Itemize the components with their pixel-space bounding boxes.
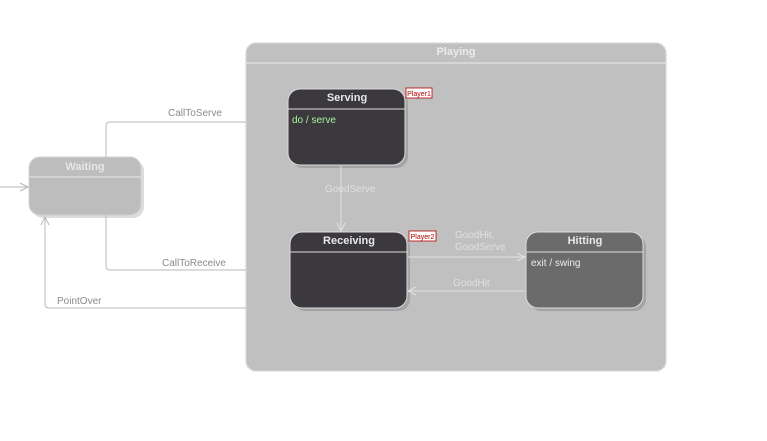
state-receiving-title: Receiving	[323, 235, 375, 247]
transition-good-serve-label: GoodServe	[325, 184, 376, 195]
state-hitting-action: exit / swing	[531, 258, 580, 269]
state-hitting-box	[525, 231, 644, 309]
state-serving-title: Serving	[327, 92, 367, 104]
tag-player1-text: Player1	[407, 91, 431, 98]
state-serving-box	[287, 88, 406, 166]
transition-to-hitting[interactable]: GoodHit, GoodServe	[408, 230, 527, 262]
transition-call-to-receive-line	[105, 215, 246, 271]
state-hitting-title: Hitting	[568, 235, 603, 247]
transition-point-over-label: PointOver	[57, 296, 102, 307]
transition-call-to-receive[interactable]: CallToReceive	[105, 215, 246, 271]
state-waiting-box	[28, 156, 142, 216]
state-waiting-title: Waiting	[65, 161, 104, 173]
transition-good-hit-arrowhead	[406, 286, 417, 296]
state-hitting[interactable]: Hitting exit / swing	[525, 231, 646, 311]
transition-good-serve-arrowhead	[336, 222, 346, 233]
transition-good-hit-label: GoodHit	[453, 278, 490, 289]
transition-good-serve[interactable]: GoodServe	[325, 166, 376, 233]
state-waiting[interactable]: Waiting	[28, 156, 144, 218]
transition-call-to-serve[interactable]: CallToServe	[105, 108, 246, 157]
tag-player2-text: Player2	[411, 234, 435, 241]
tag-player1-box	[405, 87, 433, 99]
transition-call-to-serve-label: CallToServe	[168, 108, 222, 119]
state-serving[interactable]: Serving do / serve	[287, 88, 408, 168]
state-receiving[interactable]: Receiving	[289, 231, 410, 311]
state-playing-title: Playing	[436, 46, 475, 58]
transition-point-over-line	[44, 217, 246, 309]
transition-good-hit[interactable]: GoodHit	[406, 278, 525, 296]
tag-player2: Player2	[408, 230, 437, 242]
transition-to-hitting-label-line2: GoodServe	[455, 242, 506, 253]
transition-call-to-serve-line	[105, 121, 246, 157]
state-serving-action: do / serve	[292, 115, 336, 126]
initial-transition-arrowhead	[19, 182, 30, 192]
state-receiving-box	[289, 231, 408, 309]
transition-point-over[interactable]: PointOver	[40, 215, 246, 309]
transition-call-to-receive-label: CallToReceive	[162, 258, 226, 269]
transition-point-over-arrowhead	[40, 215, 50, 226]
transition-to-hitting-label-line1: GoodHit,	[455, 230, 494, 241]
tag-player2-box	[408, 230, 437, 242]
initial-transition	[0, 182, 30, 192]
transition-to-hitting-arrowhead	[516, 252, 527, 262]
tag-player1: Player1	[405, 87, 433, 99]
